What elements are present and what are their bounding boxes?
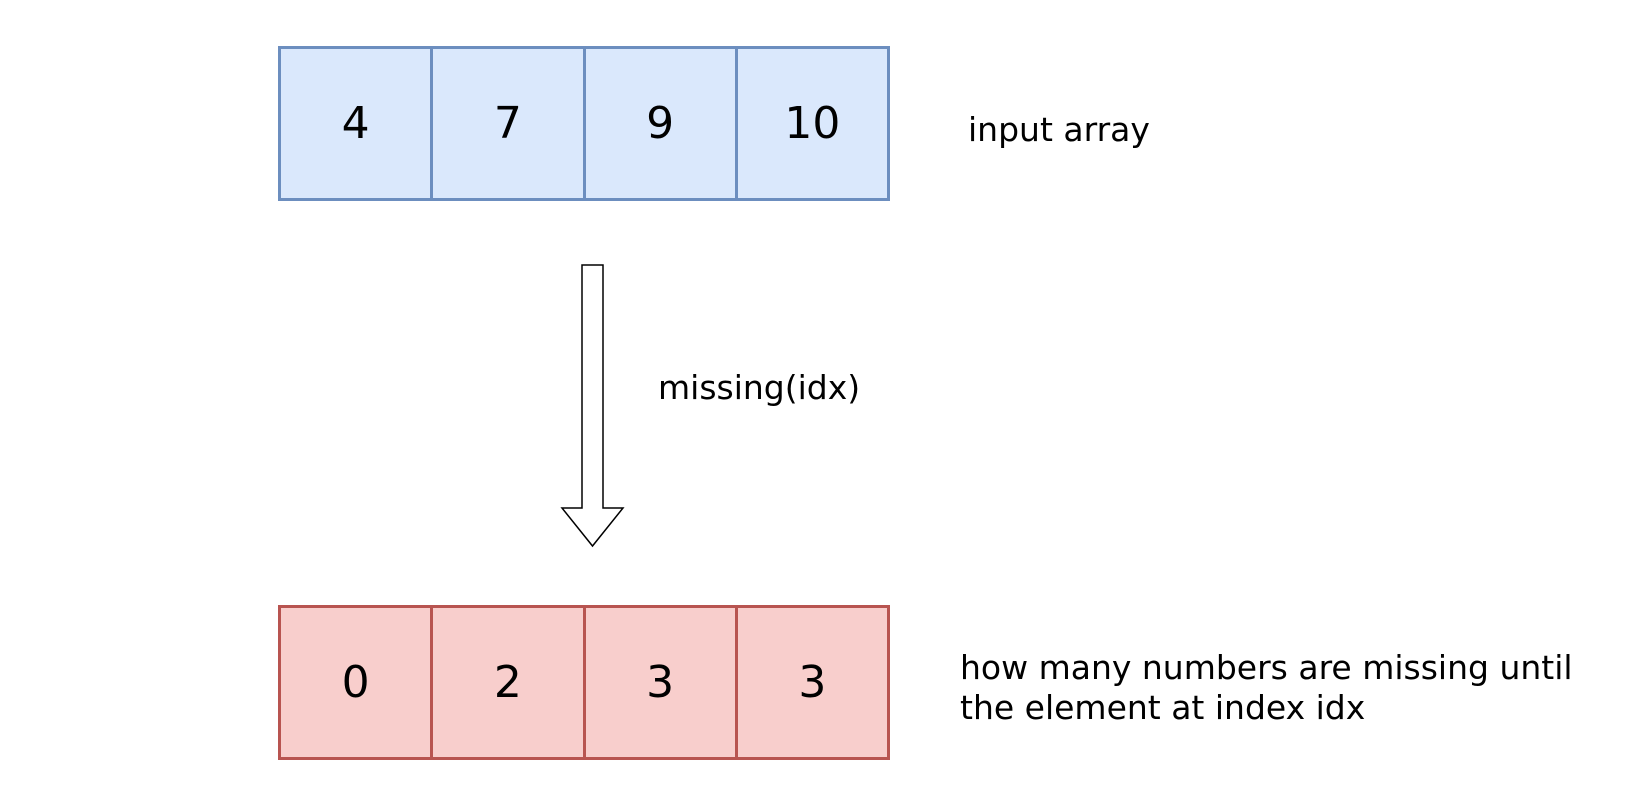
- result-cell: 3: [585, 605, 738, 760]
- input-cell: 4: [278, 46, 434, 201]
- result-cell: 2: [433, 605, 586, 760]
- result-cell: 3: [737, 605, 890, 760]
- result-label-line: how many numbers are missing until: [960, 648, 1573, 687]
- result-array: 0 2 3 3: [278, 605, 890, 760]
- result-cell: 0: [278, 605, 434, 760]
- input-cell: 9: [585, 46, 738, 201]
- input-array: 4 7 9 10: [278, 46, 890, 201]
- input-cell: 10: [737, 46, 890, 201]
- result-label-line: the element at index idx: [960, 688, 1366, 727]
- input-array-label: input array: [968, 110, 1150, 149]
- operation-label: missing(idx): [658, 368, 861, 407]
- input-cell: 7: [433, 46, 586, 201]
- down-arrow-icon: [560, 264, 625, 548]
- result-array-label: how many numbers are missing until the e…: [960, 648, 1573, 728]
